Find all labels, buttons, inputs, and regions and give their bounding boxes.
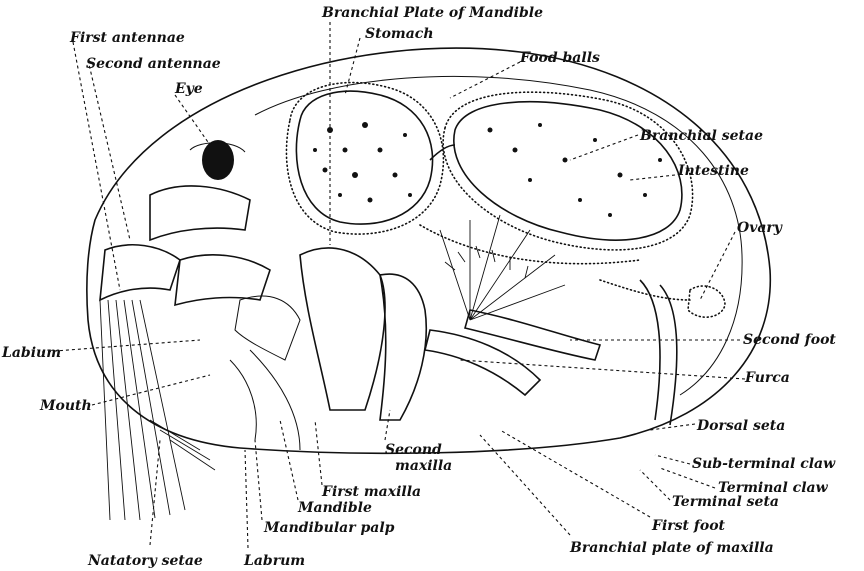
label-first-foot: First foot [651,518,726,534]
label-intestine: Intestine [677,163,749,179]
natatory-setae [100,300,215,520]
label-ovary: Ovary [737,220,783,236]
label-labium: Labium [1,345,61,361]
labels: Branchial Plate of Mandible Stomach Firs… [1,5,836,569]
label-second-antennae: Second antennae [86,56,221,72]
label-branchial-setae: Branchial setae [639,128,763,144]
eye [190,140,245,180]
label-second-foot: Second foot [743,332,836,348]
label-dorsal-seta: Dorsal seta [696,418,785,434]
stomach [286,83,443,235]
intestine [420,92,693,264]
label-first-antennae: First antennae [69,30,185,46]
limbs [100,186,677,450]
label-second-maxilla-line1: Second [385,442,442,458]
label-sub-terminal-claw: Sub-terminal claw [692,456,836,472]
label-second-maxilla-line2: maxilla [395,458,452,474]
label-terminal-seta: Terminal seta [672,494,779,510]
label-eye: Eye [174,81,203,97]
label-mouth: Mouth [39,398,92,414]
label-mandible: Mandible [297,500,372,516]
label-labrum: Labrum [243,553,305,569]
label-first-maxilla: First maxilla [321,484,421,500]
label-natatory-setae: Natatory setae [87,553,203,569]
branchial-setae [440,215,565,320]
label-furca: Furca [744,370,790,386]
ovary [600,280,725,317]
label-food-balls: Food balls [519,50,600,66]
label-branchial-plate-maxilla: Branchial plate of maxilla [569,540,774,556]
leader-lines [42,22,745,548]
label-branchial-plate-mandible: Branchial Plate of Mandible [321,5,543,21]
label-stomach: Stomach [365,26,434,42]
label-mandibular-palp: Mandibular palp [263,520,395,536]
carapace [87,48,770,453]
